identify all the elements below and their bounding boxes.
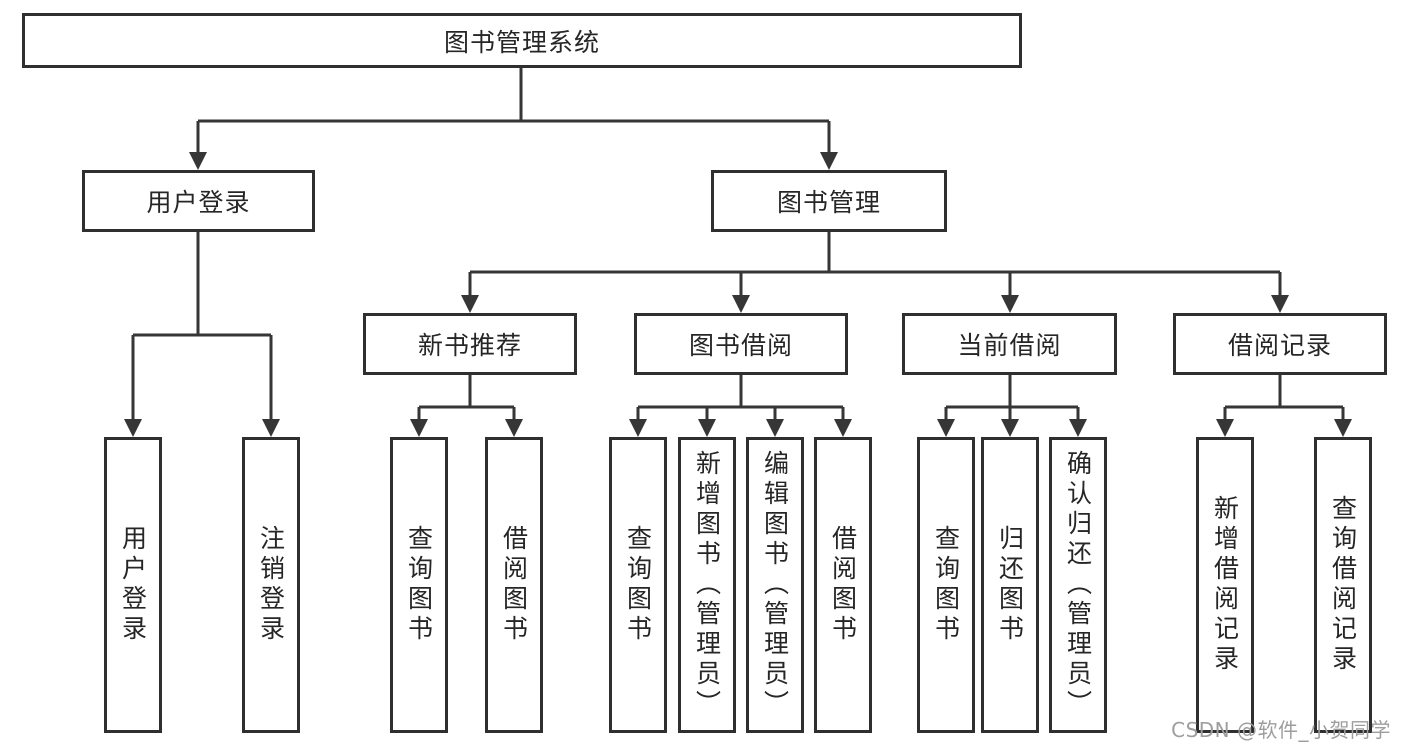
watermark: CSDN @软件_小贺同学: [1171, 718, 1391, 742]
node-label: 新书推荐: [417, 331, 522, 360]
leaf-query-borrow-record: 查询借阅记录: [1314, 437, 1372, 733]
node-book-borrowing: 图书借阅: [634, 313, 848, 375]
arrowhead: [1001, 419, 1019, 437]
leaf-label: 注销登录: [256, 525, 286, 645]
leaf-edit-books-admin: 编辑图书（管理员）: [746, 437, 804, 733]
node-label: 图书管理: [776, 188, 881, 217]
arrowhead: [124, 419, 142, 437]
arrowhead: [461, 295, 479, 313]
node-borrowing-records: 借阅记录: [1173, 313, 1387, 375]
leaf-label: 用户登录: [118, 525, 148, 645]
arrowhead: [629, 419, 647, 437]
arrowhead: [766, 419, 784, 437]
leaf-label: 查询图书: [623, 525, 653, 645]
leaf-logout: 注销登录: [242, 437, 300, 733]
tree-edges: [131, 68, 1345, 420]
node-label: 当前借阅: [957, 331, 1062, 360]
arrowhead: [505, 419, 523, 437]
leaf-return-books: 归还图书: [981, 437, 1039, 733]
arrowheads: [124, 152, 1352, 437]
node-new-book-recommendation: 新书推荐: [363, 313, 577, 375]
arrowhead: [937, 419, 955, 437]
arrowhead: [189, 152, 207, 170]
arrowhead: [1216, 419, 1234, 437]
leaf-borrow-books-borrowing: 借阅图书: [814, 437, 872, 733]
leaf-query-books-recommend: 查询图书: [390, 437, 448, 733]
leaf-add-borrow-record: 新增借阅记录: [1196, 437, 1254, 733]
node-user-login: 用户登录: [82, 170, 315, 232]
node-current-borrowing: 当前借阅: [902, 313, 1117, 375]
leaf-user-login: 用户登录: [104, 437, 162, 733]
arrowhead: [1001, 295, 1019, 313]
arrowhead: [834, 419, 852, 437]
leaf-label: 归还图书: [995, 525, 1025, 645]
arrowhead: [410, 419, 428, 437]
leaf-add-books-admin: 新增图书（管理员）: [678, 437, 736, 733]
leaf-label: 查询图书: [404, 525, 434, 645]
arrowhead: [698, 419, 716, 437]
leaf-label: 借阅图书: [499, 525, 529, 645]
arrowhead: [820, 152, 838, 170]
leaf-label: 编辑图书（管理员）: [760, 450, 790, 720]
leaf-label: 查询借阅记录: [1328, 495, 1358, 675]
arrowhead: [1271, 295, 1289, 313]
leaf-query-books-borrowing: 查询图书: [609, 437, 667, 733]
leaf-label: 查询图书: [931, 525, 961, 645]
node-label: 借阅记录: [1227, 331, 1332, 360]
node-label: 用户登录: [146, 188, 251, 217]
leaf-label: 确认归还（管理员）: [1063, 450, 1093, 720]
leaf-label: 借阅图书: [828, 525, 858, 645]
node-book-management: 图书管理: [711, 170, 947, 232]
arrowhead: [1069, 419, 1087, 437]
leaf-query-books-current: 查询图书: [917, 437, 975, 733]
arrowhead: [732, 295, 750, 313]
node-label: 图书管理系统: [443, 27, 600, 57]
leaf-borrow-books-recommend: 借阅图书: [485, 437, 543, 733]
leaf-label: 新增借阅记录: [1210, 495, 1240, 675]
leaf-confirm-return-admin: 确认归还（管理员）: [1049, 437, 1107, 733]
node-label: 图书借阅: [688, 331, 793, 360]
leaf-label: 新增图书（管理员）: [692, 450, 722, 720]
node-library-management-system: 图书管理系统: [22, 13, 1022, 68]
arrowhead: [262, 419, 280, 437]
arrowhead: [1334, 419, 1352, 437]
